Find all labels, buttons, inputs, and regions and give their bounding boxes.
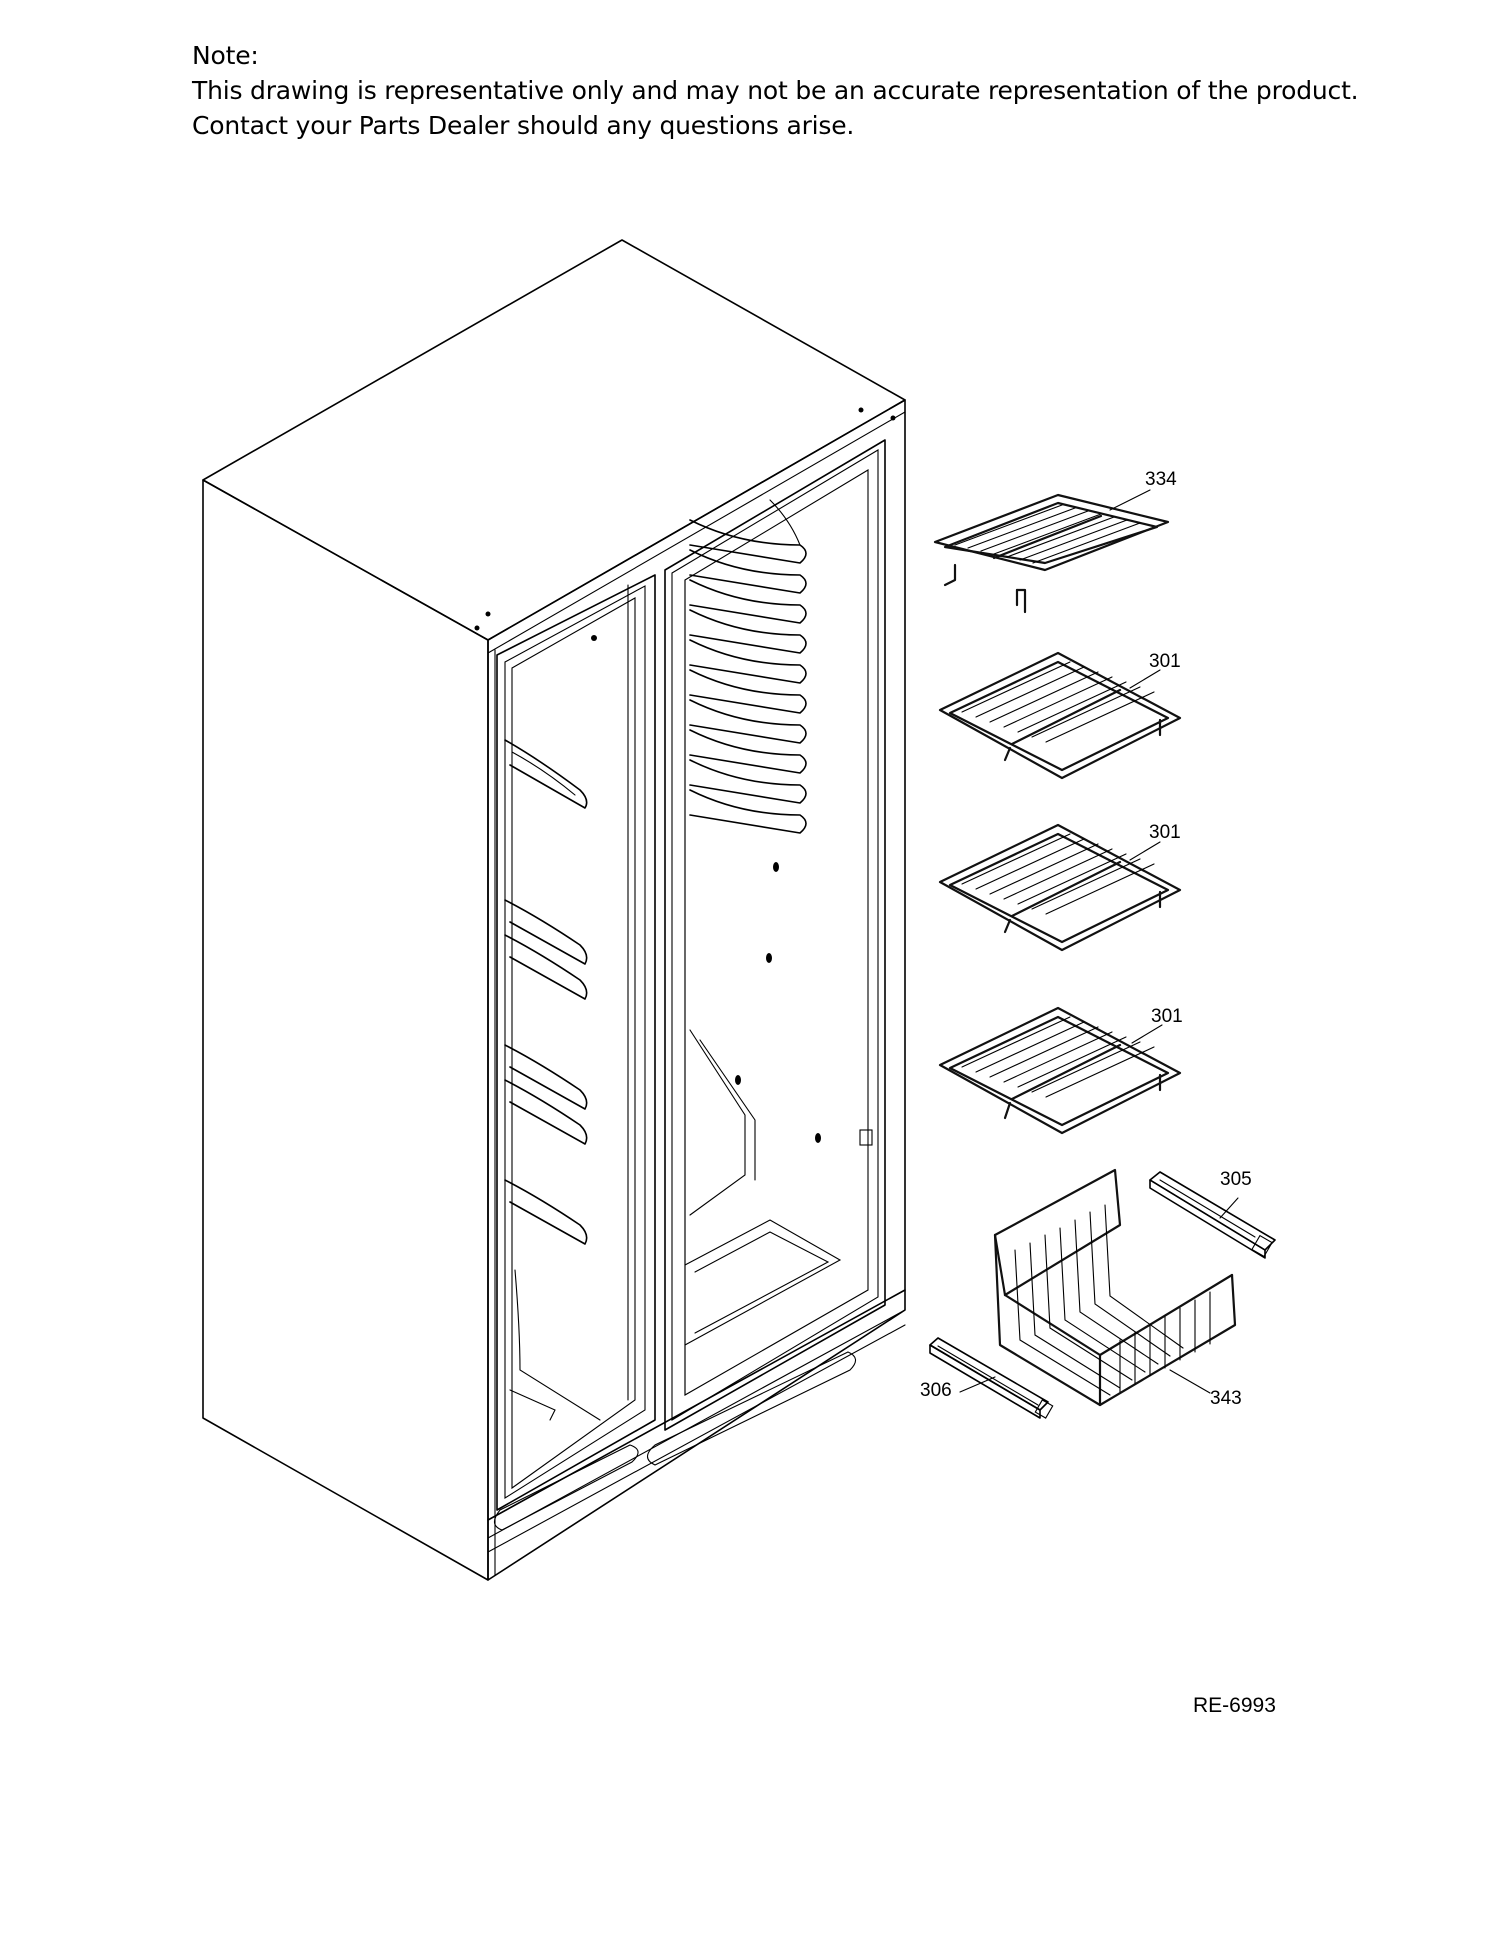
freezer-door-bins xyxy=(504,739,601,1421)
slide-rail-305 xyxy=(1149,1171,1276,1259)
refrigerator-cabinet xyxy=(202,239,906,1581)
wire-shelf-301-a xyxy=(938,651,1182,780)
callout-301-label-b: 301 xyxy=(1149,822,1181,843)
wire-basket-343 xyxy=(993,1168,1237,1407)
drawing-code: RE-6993 xyxy=(1193,1694,1276,1717)
callout-334-label: 334 xyxy=(1145,469,1177,490)
callout-306-label: 306 xyxy=(920,1380,952,1401)
callout-305-label: 305 xyxy=(1220,1169,1252,1190)
note-line-1: This drawing is representative only and … xyxy=(192,76,1359,105)
disclaimer-note: Note: This drawing is representative onl… xyxy=(192,38,1359,143)
wire-shelf-301-b xyxy=(938,823,1182,952)
callout-leaders xyxy=(959,489,1239,1394)
shelf-supports xyxy=(689,499,807,834)
note-line-2: Contact your Parts Dealer should any que… xyxy=(192,111,855,140)
note-heading: Note: xyxy=(192,41,259,70)
slide-rail-306 xyxy=(929,1337,1054,1419)
callout-301-label-a: 301 xyxy=(1149,651,1181,672)
callout-343-label: 343 xyxy=(1210,1388,1242,1409)
wire-shelf-301-c xyxy=(938,1006,1182,1135)
callout-301-label-c: 301 xyxy=(1151,1006,1183,1027)
wire-shelf-334 xyxy=(933,493,1170,614)
